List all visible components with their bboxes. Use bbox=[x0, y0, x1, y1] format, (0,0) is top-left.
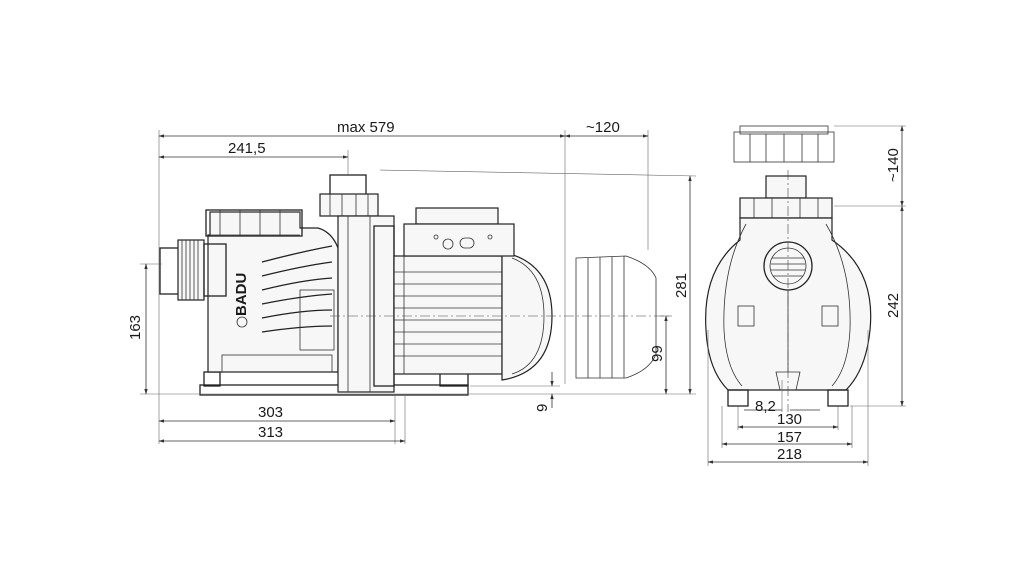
outlet-fitting bbox=[319, 174, 379, 217]
clearance-ghost bbox=[575, 255, 657, 379]
dim-front-height: 242 bbox=[885, 293, 902, 318]
dim-130: 130 bbox=[777, 411, 802, 428]
dim-inlet-axis: 241,5 bbox=[228, 140, 266, 157]
dim-foot-height: 9 bbox=[534, 404, 551, 412]
terminal-box bbox=[403, 207, 515, 257]
front-dimensions: ~140 242 8,2 130 157 218 bbox=[707, 125, 906, 466]
front-lid bbox=[739, 197, 833, 219]
dim-foot-width: 8,2 bbox=[755, 398, 776, 415]
inlet-fitting bbox=[159, 239, 227, 301]
svg-text:BADU: BADU bbox=[233, 273, 250, 316]
logo: BADU bbox=[233, 273, 250, 316]
lid-ghost bbox=[733, 125, 835, 163]
dim-313: 313 bbox=[258, 424, 283, 441]
front-view-pump bbox=[705, 125, 872, 412]
foot-left bbox=[203, 371, 221, 387]
dim-axis-height: 99 bbox=[649, 345, 666, 362]
front-foot-right bbox=[827, 389, 849, 407]
strainer-lid bbox=[205, 209, 303, 237]
dim-303: 303 bbox=[258, 404, 283, 421]
logo-mark bbox=[236, 316, 248, 328]
front-outlet bbox=[765, 175, 807, 199]
dim-overall-length: max 579 bbox=[337, 119, 395, 136]
pump-flange bbox=[337, 215, 395, 393]
dim-inlet-height: 163 bbox=[127, 315, 144, 340]
dim-lid-clearance: ~140 bbox=[885, 148, 902, 182]
dim-overall-height: 281 bbox=[673, 273, 690, 298]
side-dimensions: max 579 ~120 241,5 163 303 313 9 99 281 bbox=[127, 119, 697, 444]
dim-overall-width: 218 bbox=[777, 446, 802, 463]
front-foot-left bbox=[727, 389, 749, 407]
side-view-pump: BADU bbox=[159, 174, 672, 396]
motor bbox=[393, 251, 553, 381]
strainer-ribs bbox=[261, 245, 333, 333]
base-plate bbox=[199, 384, 469, 396]
dim-motor-clearance: ~120 bbox=[586, 119, 620, 136]
dim-157: 157 bbox=[777, 429, 802, 446]
